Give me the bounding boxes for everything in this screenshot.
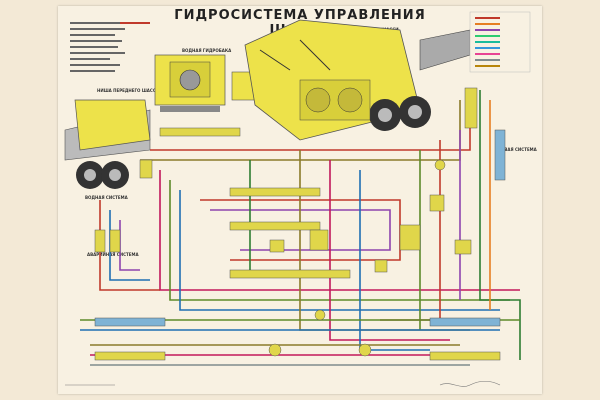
label-emergency-system: АВАРИЙНАЯ СИСТЕМА [87, 252, 139, 257]
valve-components [94, 159, 472, 357]
hydraulic-tank-drawing [154, 54, 263, 112]
signature-area [65, 380, 501, 387]
label-front-gear: НИША ПЕРЕДНЕГО ШАССИ [97, 88, 160, 93]
color-legend [469, 11, 531, 73]
main-gear-drawing [244, 19, 471, 141]
nose-gear-drawing [64, 99, 151, 189]
label-right-system: ПРАВАЯ СИСТЕМА [495, 147, 537, 152]
label-hydraulic-tank: ВОДНАЯ ГИДРОБАКА [182, 48, 232, 53]
actuator-cylinders [94, 87, 506, 361]
spec-text-block [70, 22, 150, 72]
label-main-system: ВОДНАЯ СИСТЕМА [85, 195, 128, 200]
